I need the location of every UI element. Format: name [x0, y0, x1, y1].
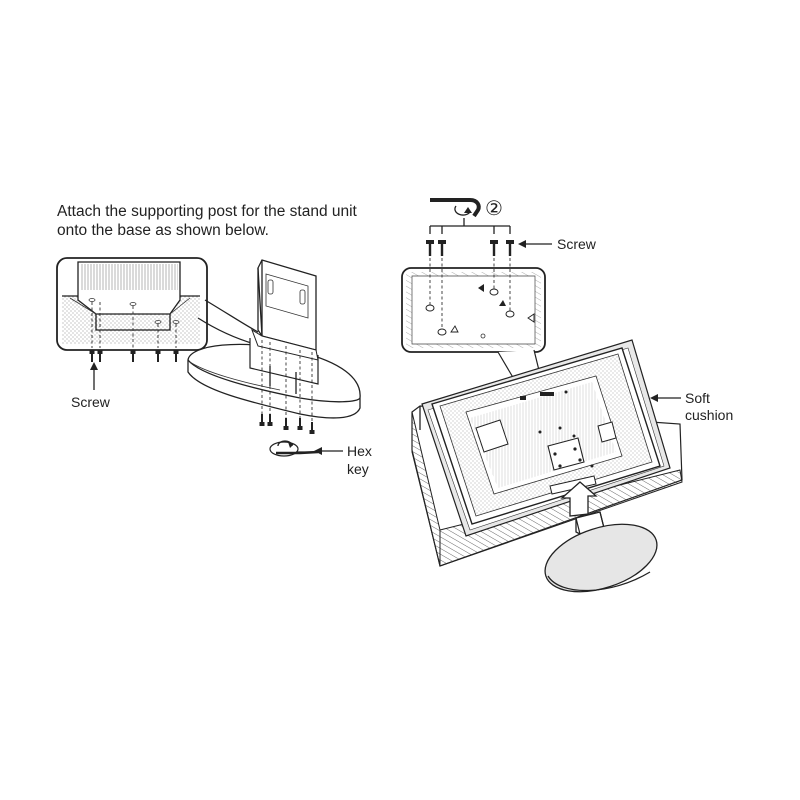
hex-key-top-icon — [430, 198, 481, 218]
screw-right-callout — [518, 240, 552, 248]
post-detail-inset — [56, 257, 208, 351]
stand-base-with-post — [187, 259, 361, 430]
hex-key-callout — [314, 447, 343, 455]
screw-left-callout — [90, 362, 98, 390]
step-number: ② — [485, 196, 503, 220]
instruction-line-2: onto the base as shown below. — [57, 222, 269, 239]
soft-cushion-label-line-1: Soft — [685, 390, 710, 406]
inset-callout-line — [204, 299, 259, 333]
hex-key-label-line-1: Hex — [347, 443, 372, 459]
hex-key-label-line-2: key — [347, 461, 369, 477]
soft-cushion-label-line-2: cushion — [685, 407, 733, 423]
back-panel-detail-inset — [401, 258, 546, 353]
screws-left — [89, 350, 179, 362]
tv-back-panel — [431, 347, 661, 525]
screw-group-bracket — [429, 218, 511, 234]
instruction-line-1: Attach the supporting post for the stand… — [57, 203, 358, 220]
hex-key-icon — [269, 440, 319, 457]
screw-left-label: Screw — [71, 394, 111, 410]
stand-unit — [544, 511, 658, 593]
insert-direction-arrow — [560, 481, 598, 517]
screws-right — [426, 240, 514, 256]
screw-right-label: Screw — [557, 236, 597, 252]
screws-under-base — [259, 414, 315, 434]
soft-cushion-callout — [650, 394, 681, 402]
